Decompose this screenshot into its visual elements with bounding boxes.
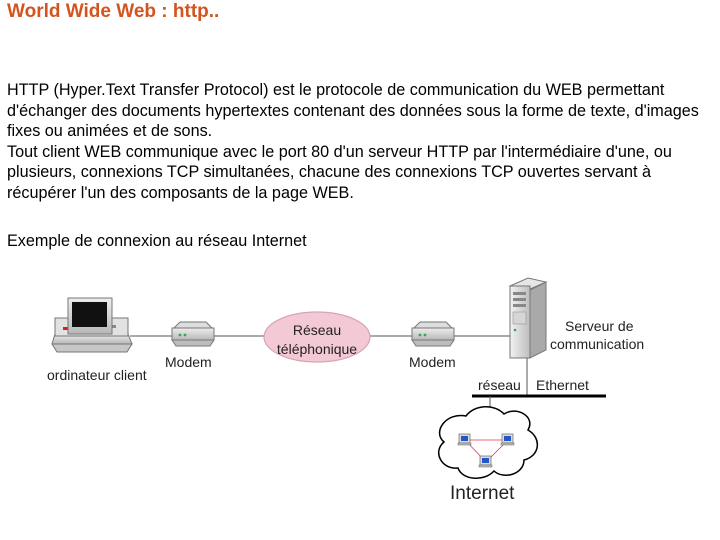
client-computer-icon (51, 297, 133, 353)
phone-network-ellipse (263, 311, 371, 363)
paragraph-http: HTTP (Hyper.Text Transfer Protocol) est … (7, 81, 699, 140)
modem-right-icon (411, 321, 455, 347)
server-icon (508, 277, 548, 359)
internet-pc-icon (457, 433, 472, 446)
internet-pc-icon (500, 433, 515, 446)
description-text: HTTP (Hyper.Text Transfer Protocol) est … (7, 80, 707, 203)
internet-label: Internet (450, 483, 515, 504)
phone-network-label-1: Réseau (293, 322, 341, 338)
client-label: ordinateur client (47, 367, 147, 383)
phone-network-label-2: téléphonique (277, 341, 357, 357)
server-label-1: Serveur de (565, 318, 634, 334)
modem-right-label: Modem (409, 354, 456, 370)
diagram-caption: Exemple de connexion au réseau Internet (7, 232, 307, 250)
internet-cloud (438, 406, 538, 479)
paragraph-client: Tout client WEB communique avec le port … (7, 142, 672, 202)
server-label-2: communication (550, 336, 644, 352)
internet-pc-icon (478, 455, 493, 468)
modem-left-icon (171, 321, 215, 347)
page-title: World Wide Web : http.. (7, 1, 220, 22)
ethernet-label: Ethernet (536, 377, 589, 393)
modem-left-label: Modem (165, 354, 212, 370)
network-label: réseau (478, 377, 521, 393)
